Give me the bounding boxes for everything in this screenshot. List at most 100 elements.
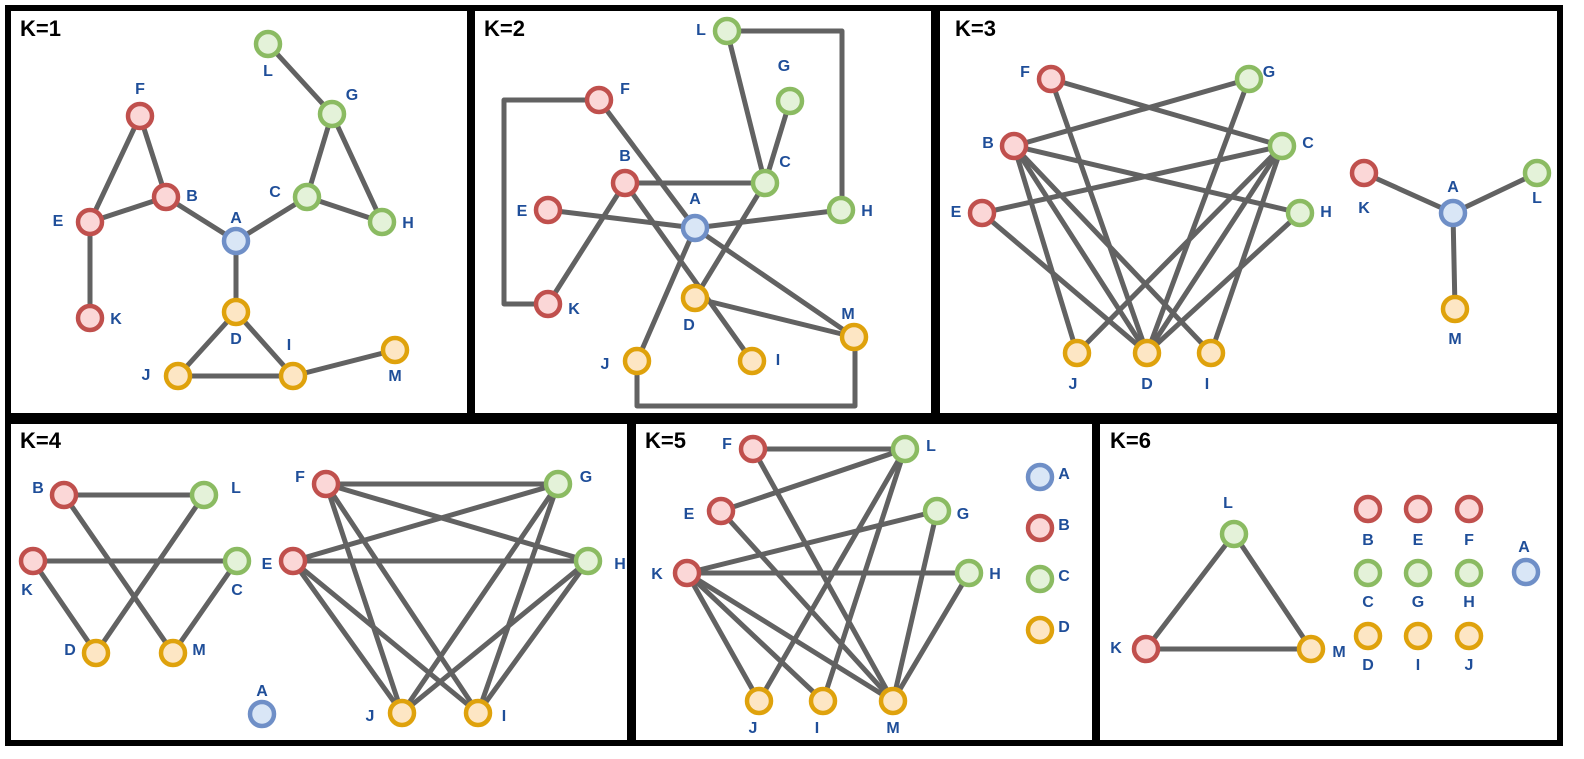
edge-L-G (265, 41, 335, 117)
node-label: J (142, 367, 151, 384)
edge-G-M (890, 508, 940, 704)
node-circle (247, 699, 277, 729)
node-label: D (683, 317, 695, 334)
edge-K-G (684, 508, 940, 576)
node-circle (151, 182, 181, 212)
node-circle (954, 558, 984, 588)
edges (501, 28, 858, 409)
node-E: E (684, 496, 736, 526)
edge-C-M (170, 558, 240, 656)
node-label: H (861, 203, 873, 220)
node-label: C (1058, 568, 1070, 585)
node-label: F (620, 81, 630, 98)
node-label: I (1416, 657, 1420, 674)
node-G: G (317, 87, 358, 129)
node-circle (221, 297, 251, 327)
node-circle (1353, 621, 1383, 651)
node-L: L (1219, 495, 1249, 549)
edge-F-H (323, 481, 591, 564)
node-K: K (651, 558, 702, 588)
node-I: I (278, 337, 308, 391)
edge-I-M (290, 347, 398, 379)
node-B: B (1025, 513, 1070, 543)
node-M: M (1440, 294, 1470, 348)
node-circle (1025, 462, 1055, 492)
node-label: L (263, 63, 273, 80)
node-L: L (1522, 158, 1552, 207)
node-circle (18, 546, 48, 576)
node-circle (317, 99, 347, 129)
node-circle (222, 546, 252, 576)
node-label: J (1069, 376, 1078, 393)
node-label: I (1205, 376, 1209, 393)
node-circle (1353, 494, 1383, 524)
node-label: B (1058, 517, 1070, 534)
node-label: G (957, 506, 969, 523)
node-C: C (1353, 558, 1383, 611)
node-circle (839, 322, 869, 352)
node-circle (1403, 494, 1433, 524)
node-circle (1025, 564, 1055, 594)
node-M: M (1296, 634, 1346, 664)
edge-G-H (329, 111, 385, 225)
node-G: G (543, 469, 592, 499)
node-circle (1267, 131, 1297, 161)
node-circle (826, 195, 856, 225)
node-D: D (221, 297, 251, 348)
node-M: M (380, 335, 410, 385)
node-circle (75, 303, 105, 333)
node-circle (967, 198, 997, 228)
node-label: H (1463, 594, 1475, 611)
node-E: E (517, 195, 563, 225)
node-circle (221, 226, 251, 256)
node-A: A (1438, 179, 1468, 228)
edge-A-H (692, 207, 844, 231)
node-circle (292, 182, 322, 212)
node-label: G (580, 469, 592, 486)
edge-E-J (290, 558, 405, 716)
node-label: A (1518, 539, 1530, 556)
edge-F-E (87, 113, 143, 225)
node-C: C (1267, 131, 1314, 161)
node-label: J (1465, 657, 1474, 674)
node-label: M (1332, 644, 1345, 661)
edge-L-M (1231, 531, 1314, 652)
node-A: A (221, 210, 251, 256)
node-circle (1025, 513, 1055, 543)
node-label: F (295, 469, 305, 486)
node-label: F (135, 81, 145, 98)
node-G: G (1403, 558, 1433, 611)
node-circle (1403, 621, 1433, 651)
node-circle (573, 546, 603, 576)
node-circle (750, 168, 780, 198)
edge-B-H (1011, 143, 1303, 216)
edge-E-G (290, 481, 561, 564)
node-label: M (841, 306, 854, 323)
node-label: E (53, 213, 64, 230)
node-label: A (1058, 466, 1070, 483)
edge-H-M (890, 570, 972, 704)
node-circle (1036, 64, 1066, 94)
edge-B-D (1011, 143, 1150, 356)
edge-C-J (1074, 143, 1285, 356)
node-H: H (573, 546, 626, 576)
node-label: A (1447, 179, 1459, 196)
node-circle (367, 207, 397, 237)
edge-D-J (175, 309, 239, 379)
edge-L-D (93, 492, 207, 656)
node-A: A (1025, 462, 1070, 492)
node-L: L (253, 29, 283, 80)
node-D: D (680, 283, 710, 334)
node-circle (1438, 198, 1468, 228)
node-circle (158, 638, 188, 668)
node-label: M (388, 368, 401, 385)
node-K: K (533, 289, 580, 319)
node-label: H (989, 566, 1001, 583)
node-label: L (1223, 495, 1233, 512)
edge-L-I (820, 446, 908, 704)
edge-K-M (684, 570, 896, 704)
panel-title: K=4 (20, 428, 62, 453)
